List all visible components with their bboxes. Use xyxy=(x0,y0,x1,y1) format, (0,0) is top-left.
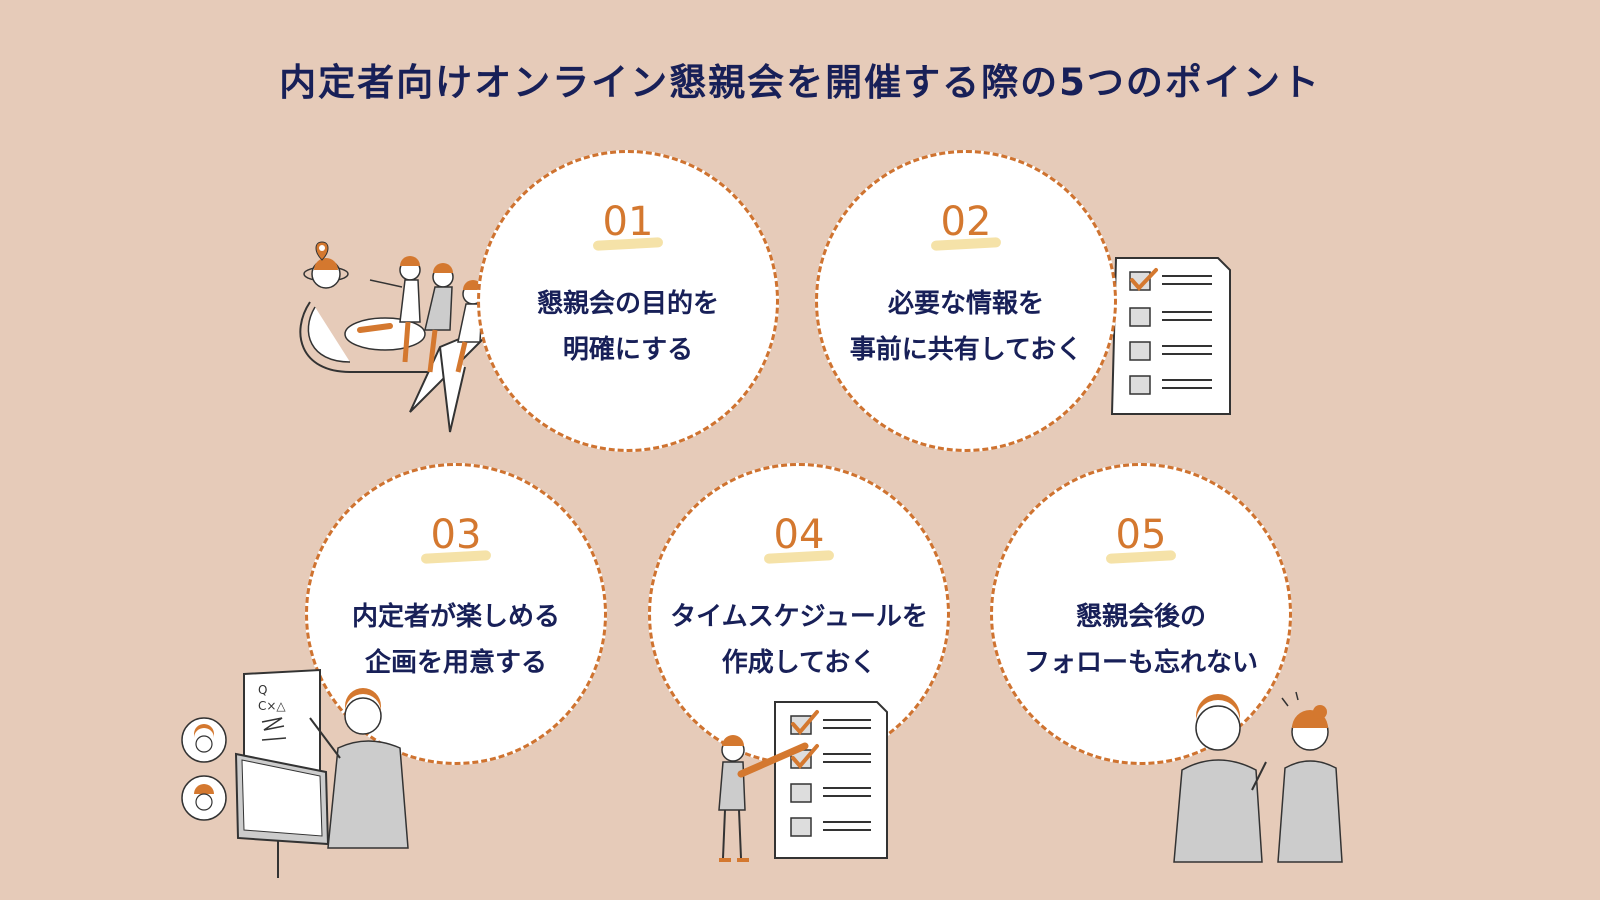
checklist-document-icon xyxy=(1110,257,1231,415)
point-text-line: 必要な情報を xyxy=(887,289,1044,319)
point-number: 01 xyxy=(602,199,654,245)
point-text-line: 企画を用意する xyxy=(364,648,547,678)
page-title: 内定者向けオンライン懇親会を開催する際の5つのポイント xyxy=(279,61,1321,104)
point-number: 03 xyxy=(430,512,482,558)
point-circle-05: 05 懇親会後の フォローも忘れない xyxy=(990,463,1292,765)
two-people-talking-icon xyxy=(1173,691,1343,863)
whiteboard-glyph: Q xyxy=(258,683,267,697)
point-text: 懇親会の目的を 明確にする xyxy=(480,281,776,373)
online-presenter-icon: Q C×△ xyxy=(181,668,409,878)
point-text-line: 作成しておく xyxy=(721,648,877,678)
point-text: 内定者が楽しめる 企画を用意する xyxy=(308,594,604,686)
point-text-line: 懇親会後の xyxy=(1075,602,1206,632)
point-number: 02 xyxy=(940,199,992,245)
point-text-line: フォローも忘れない xyxy=(1023,648,1258,678)
point-text: タイムスケジュールを 作成しておく xyxy=(651,594,947,686)
team-on-paper-plane-icon xyxy=(299,241,501,433)
point-text-line: タイムスケジュールを xyxy=(670,602,928,632)
point-circle-04: 04 タイムスケジュールを 作成しておく xyxy=(648,463,950,765)
point-number: 04 xyxy=(773,512,825,558)
point-text-line: 明確にする xyxy=(562,335,694,365)
point-text-line: 懇親会の目的を xyxy=(536,289,719,319)
point-circle-02: 02 必要な情報を 事前に共有しておく xyxy=(815,150,1117,452)
point-number: 05 xyxy=(1115,512,1167,558)
person-checking-list-icon xyxy=(718,701,888,862)
whiteboard-glyph: C×△ xyxy=(258,699,286,713)
point-text: 必要な情報を 事前に共有しておく xyxy=(818,281,1114,373)
point-text-line: 内定者が楽しめる xyxy=(351,602,560,632)
point-circle-01: 01 懇親会の目的を 明確にする xyxy=(477,150,779,452)
point-text-line: 事前に共有しておく xyxy=(849,335,1083,365)
point-text: 懇親会後の フォローも忘れない xyxy=(993,594,1289,686)
